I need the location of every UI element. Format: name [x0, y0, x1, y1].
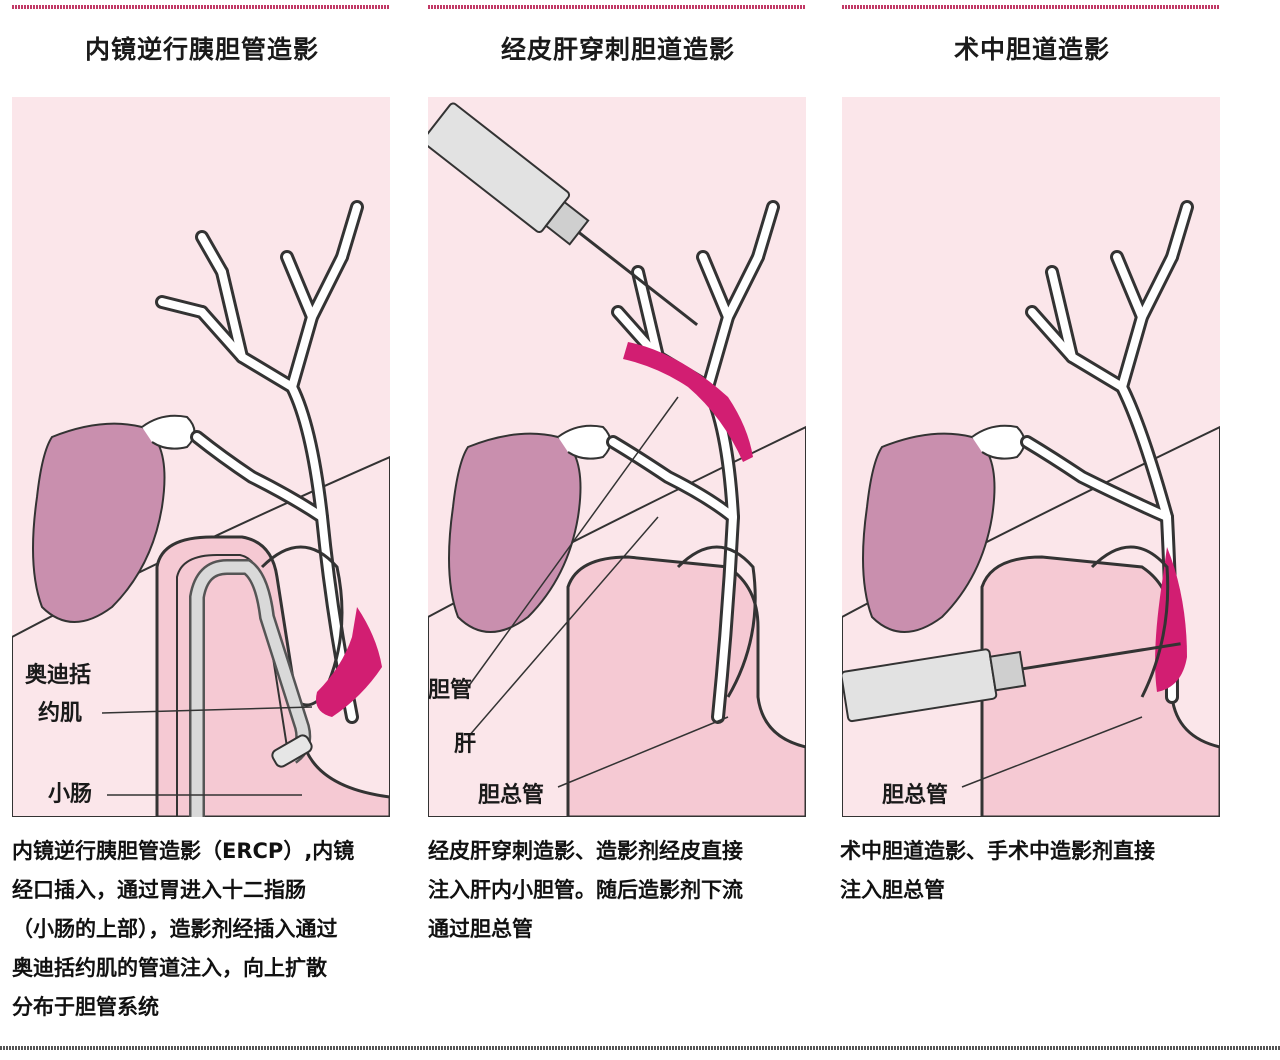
description-line: 奥迪括约肌的管道注入，向上扩散 [12, 956, 327, 980]
label-common-bile-duct-ioc: 胆总管 [882, 783, 949, 808]
description-line: （小肠的上部），造影剂经插入通过 [12, 917, 338, 941]
pancreatic-duct [676, 545, 757, 698]
description-line: 经口插入，通过胃进入十二指肠 [12, 878, 306, 902]
syringe [842, 642, 1181, 723]
pancreatic-duct [260, 545, 344, 707]
description-line: 内镜逆行胰胆管造影（ERCP）,内镜 [12, 839, 355, 863]
top-rule-2 [428, 5, 806, 9]
description-line: 术中胆道造影、手术中造影剂直接 [840, 839, 1155, 863]
panel-ptc [428, 97, 806, 817]
label-small-intestine: 小肠 [48, 782, 93, 807]
ercp-illustration [12, 200, 390, 817]
small-intestine [566, 555, 806, 817]
ptc-illustration [428, 102, 806, 817]
leader-common-bile-duct [557, 716, 729, 788]
ioc-illustration [842, 200, 1220, 817]
label-sphincter-line1: 奥迪括 [25, 663, 92, 688]
contrast-dye [316, 607, 382, 717]
label-liver: 肝 [454, 732, 477, 757]
top-rule-3 [842, 5, 1220, 9]
endoscope-tip [271, 734, 313, 768]
pancreatic-duct [1090, 545, 1170, 698]
label-sphincter-line2: 约肌 [38, 701, 83, 726]
leader-liver [467, 516, 659, 738]
top-rule-1 [12, 5, 390, 9]
syringe [428, 102, 699, 326]
small-intestine [155, 535, 390, 817]
description-line: 经皮肝穿刺造影、造影剂经皮直接 [428, 839, 743, 863]
description-ptc: 经皮肝穿刺造影、造影剂经皮直接 注入肝内小胆管。随后造影剂下流 通过胆总管 [428, 832, 828, 949]
leader-sphincter [101, 706, 313, 714]
title-ercp: 内镜逆行胰胆管造影 [84, 35, 319, 64]
title-ptc: 经皮肝穿刺胆道造影 [500, 35, 735, 64]
bottom-rule [0, 1046, 1280, 1050]
contrast-dye [623, 342, 753, 462]
title-ioc: 术中胆道造影 [953, 35, 1110, 64]
description-line: 注入肝内小胆管。随后造影剂下流 [428, 878, 743, 902]
leader-common-bile-duct [961, 716, 1143, 788]
label-common-bile-duct-ptc: 胆总管 [478, 783, 545, 808]
description-ercp: 内镜逆行胰胆管造影（ERCP）,内镜 经口插入，通过胃进入十二指肠 （小肠的上部… [12, 832, 402, 1027]
panel-ercp [12, 97, 390, 817]
description-line: 分布于胆管系统 [12, 995, 159, 1019]
description-line: 注入胆总管 [840, 878, 945, 902]
panel-ioc [842, 97, 1220, 817]
leader-bile-duct [467, 396, 679, 688]
description-line: 通过胆总管 [428, 917, 533, 941]
label-bile-duct: 胆管 [428, 678, 473, 703]
contrast-dye [1155, 547, 1187, 692]
description-ioc: 术中胆道造影、手术中造影剂直接 注入胆总管 [840, 832, 1240, 910]
